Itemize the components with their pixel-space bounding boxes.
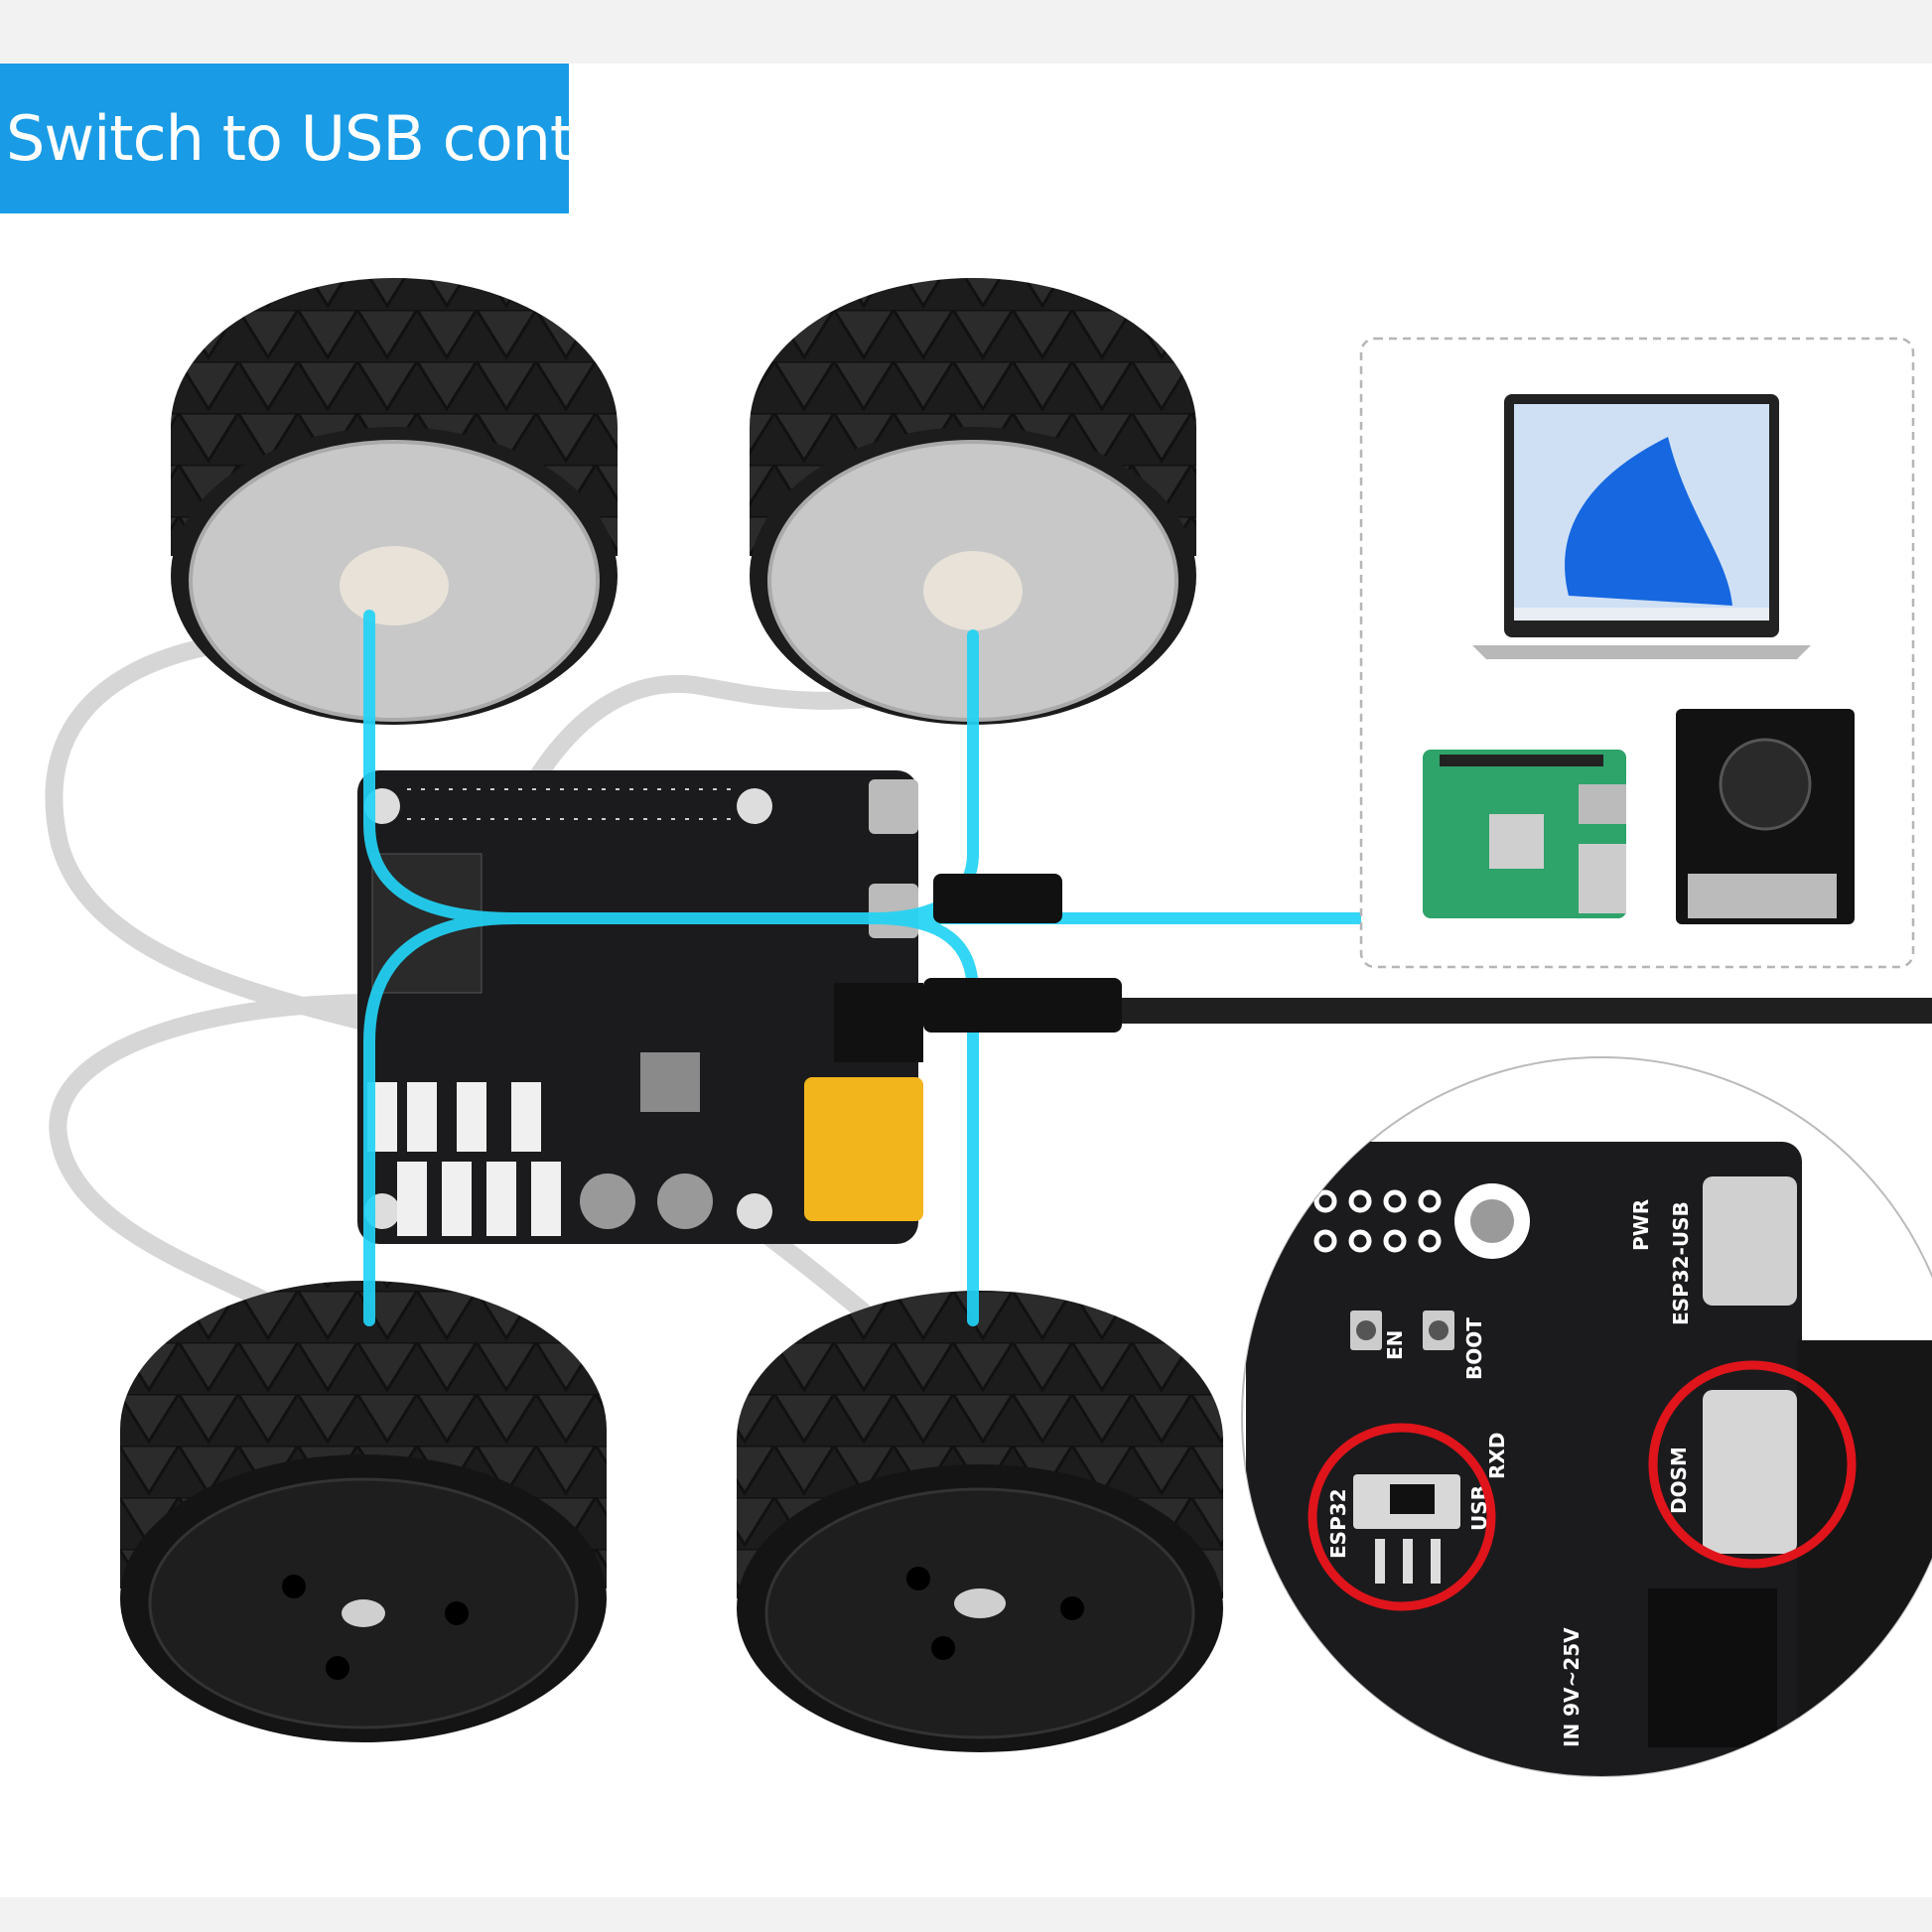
page-title-banner: Switch to USB control bbox=[0, 64, 650, 213]
label-esp32-usb: ESP32-USB bbox=[1669, 1201, 1693, 1325]
label-en: EN bbox=[1383, 1330, 1407, 1360]
wheel-top-left bbox=[171, 278, 618, 725]
raspberry-pi bbox=[1423, 750, 1626, 918]
top-band bbox=[0, 0, 1932, 64]
label-boot: BOOT bbox=[1462, 1317, 1486, 1380]
jetson-board bbox=[1676, 709, 1855, 924]
label-power-in: IN 9V~25V bbox=[1560, 1627, 1584, 1747]
bottom-band bbox=[0, 1897, 1932, 1932]
wheel-top-right bbox=[750, 278, 1196, 725]
highlight-usb-port-circle bbox=[1648, 1360, 1857, 1569]
driver-board bbox=[357, 770, 923, 1244]
highlight-switch-circle bbox=[1308, 1423, 1496, 1611]
usb-cables bbox=[923, 874, 1932, 1033]
label-switch-esp32: ESP32 bbox=[1326, 1488, 1350, 1559]
label-rxd: RXD bbox=[1485, 1433, 1509, 1479]
laptop bbox=[1472, 394, 1811, 659]
label-port-bottom: DOSM bbox=[1667, 1447, 1691, 1514]
host-devices-box bbox=[1359, 337, 1915, 969]
wheel-bottom-right bbox=[737, 1291, 1223, 1752]
wheel-bottom-left bbox=[120, 1281, 607, 1742]
inset-magnifier: EN BOOT PWR ESP32-USB DOSM ESP32 USB RXD… bbox=[1241, 1056, 1932, 1777]
label-pwr: PWR bbox=[1629, 1199, 1653, 1251]
